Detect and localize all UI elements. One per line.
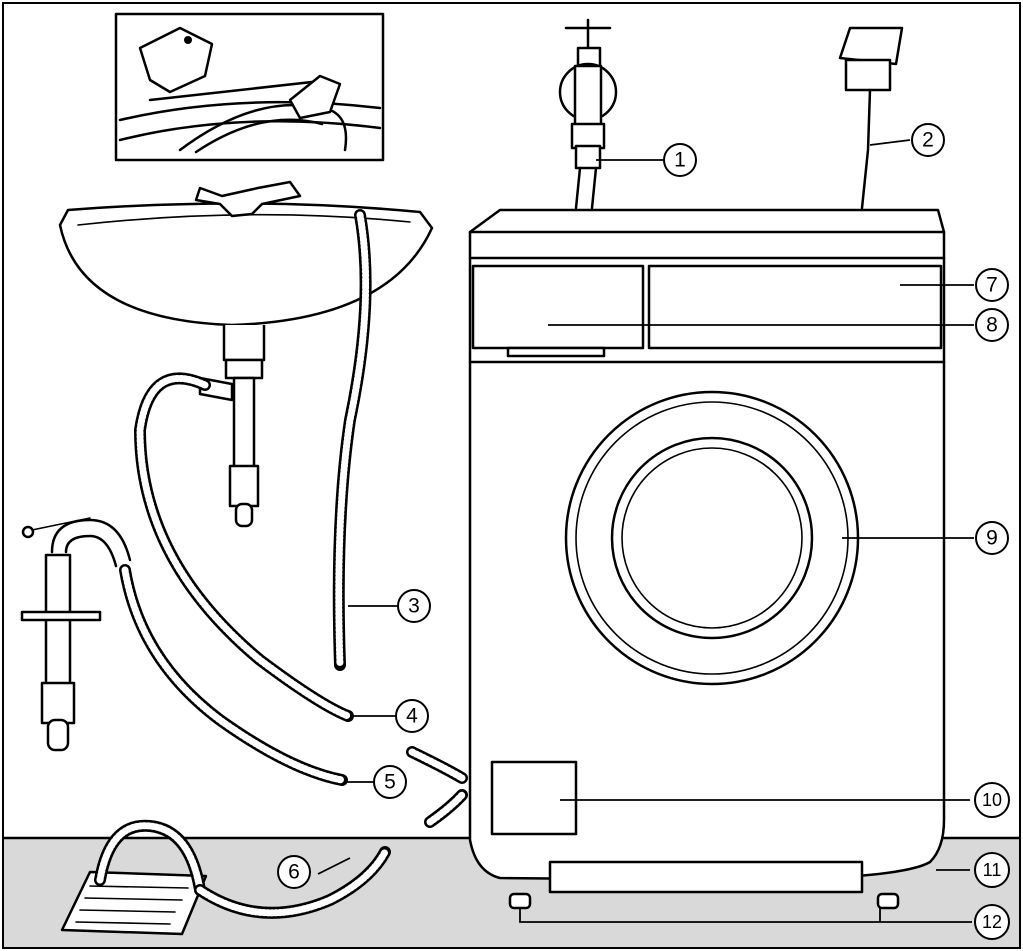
callout-label: 11 <box>983 860 1002 880</box>
washing-machine <box>468 208 946 910</box>
callout-9: 9 <box>975 521 1009 555</box>
callout-11: 11 <box>974 852 1010 888</box>
callout-8: 8 <box>975 308 1009 342</box>
callout-label: 4 <box>406 705 418 728</box>
callout-label: 9 <box>986 527 998 550</box>
callout-6: 6 <box>277 855 311 889</box>
hose-hook-detail-inset <box>114 12 385 162</box>
service-flap <box>490 760 578 836</box>
callout-5: 5 <box>373 765 407 799</box>
callout-label: 3 <box>408 595 420 618</box>
callout-12: 12 <box>974 904 1010 940</box>
control-panel <box>647 264 943 350</box>
foot-left <box>508 892 532 910</box>
drain-hose-to-standpipe <box>119 564 348 786</box>
callout-label: 1 <box>674 149 686 172</box>
plinth <box>548 860 864 894</box>
power-socket <box>838 26 904 210</box>
callout-label: 5 <box>384 771 396 794</box>
callout-label: 6 <box>288 861 300 884</box>
callout-7: 7 <box>975 268 1009 302</box>
detergent-dispenser-drawer <box>471 264 645 350</box>
floor-drain <box>60 819 391 936</box>
basin-faucet <box>194 180 302 218</box>
hose-stub-behind-machine <box>406 746 468 828</box>
callout-4: 4 <box>395 699 429 733</box>
callout-label: 10 <box>982 790 1002 810</box>
door-glass <box>610 436 814 640</box>
callout-label: 2 <box>922 129 934 152</box>
callout-label: 12 <box>982 912 1002 932</box>
water-tap <box>558 18 618 210</box>
leader-lines <box>317 139 974 923</box>
drain-hose-to-siphon <box>133 372 354 722</box>
callout-3: 3 <box>397 589 431 623</box>
standpipe-with-hook <box>20 517 132 752</box>
wash-basin <box>58 180 434 528</box>
foot-right <box>876 892 900 910</box>
callout-label: 7 <box>986 274 998 297</box>
callout-10: 10 <box>974 782 1010 818</box>
callout-1: 1 <box>663 143 697 177</box>
drain-hose-on-basin <box>332 209 372 671</box>
callout-2: 2 <box>911 123 945 157</box>
callout-label: 8 <box>986 314 998 337</box>
